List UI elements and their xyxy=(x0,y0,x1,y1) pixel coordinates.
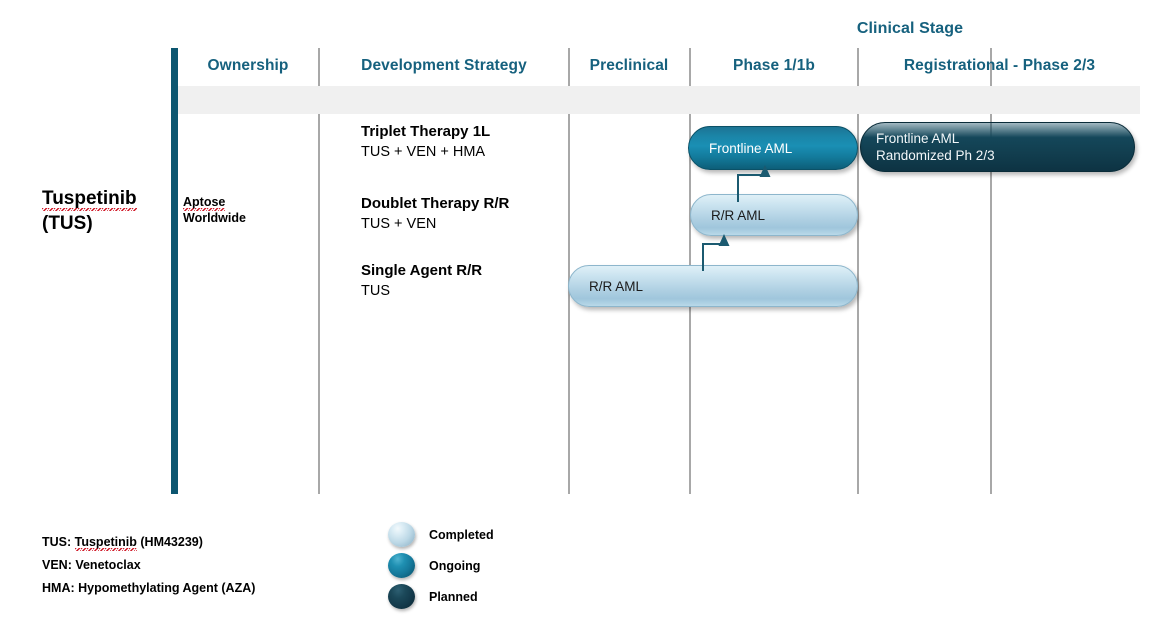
legend-sphere-completed-icon xyxy=(388,522,415,547)
legend-label: Completed xyxy=(429,527,494,542)
ownership-line1: Aptose xyxy=(183,195,226,211)
strategy-item-triplet: Triplet Therapy 1L TUS + VEN + HMA xyxy=(361,122,490,162)
legend-sphere-ongoing-icon xyxy=(388,553,415,578)
program-pill-frontline-aml-registrational[interactable]: Frontline AML Randomized Ph 2/3 xyxy=(860,122,1135,172)
legend-item-completed: Completed xyxy=(388,519,494,550)
strategy-detail: TUS xyxy=(361,283,390,299)
strategy-detail: TUS + VEN xyxy=(361,216,437,232)
legend-label: Ongoing xyxy=(429,558,481,573)
strategy-title: Single Agent R/R xyxy=(361,262,483,279)
footnote-tus-prefix: TUS: xyxy=(42,535,75,549)
strategy-item-single-agent: Single Agent R/R TUS xyxy=(361,261,482,301)
column-separator-5 xyxy=(990,48,992,494)
footnote-tus: TUS: Tuspetinib (HM43239) xyxy=(42,531,255,554)
clinical-stage-title: Clinical Stage xyxy=(856,20,964,37)
column-header-preclinical: Preclinical xyxy=(589,57,669,74)
legend-item-planned: Planned xyxy=(388,581,494,612)
program-pill-rr-aml-phase1[interactable]: R/R AML xyxy=(690,194,858,236)
footnote-tus-suffix: (HM43239) xyxy=(136,535,203,549)
connector-arrow-rr-to-frontline xyxy=(737,165,771,202)
column-separator-1 xyxy=(318,48,320,494)
column-header-development-strategy: Development Strategy xyxy=(361,57,527,74)
connector-arrow-preclin-to-rr xyxy=(702,234,730,271)
ownership-value: Aptose Worldwide xyxy=(183,194,246,226)
strategy-detail: TUS + VEN + HMA xyxy=(361,144,486,160)
footnotes: TUS: Tuspetinib (HM43239) VEN: Venetocla… xyxy=(42,531,255,600)
column-header-registrational: Registrational - Phase 2/3 xyxy=(903,57,1096,74)
program-pill-label: R/R AML xyxy=(711,207,766,223)
ownership-line2: Worldwide xyxy=(183,211,246,225)
program-pill-rr-aml-preclinical[interactable]: R/R AML xyxy=(568,265,858,307)
strategy-title: Triplet Therapy 1L xyxy=(361,123,491,140)
product-name-line2: (TUS) xyxy=(42,213,93,234)
column-header-ownership: Ownership xyxy=(207,57,289,74)
ownership-left-bar xyxy=(171,48,178,494)
header-gray-band xyxy=(178,86,1140,114)
column-separator-2 xyxy=(568,48,570,494)
program-pill-frontline-aml-phase1[interactable]: Frontline AML xyxy=(688,126,858,170)
footnote-hma: HMA: Hypomethylating Agent (AZA) xyxy=(42,581,256,595)
legend-label: Planned xyxy=(429,589,478,604)
strategy-item-doublet: Doublet Therapy R/R TUS + VEN xyxy=(361,194,509,234)
column-header-phase-1-1b: Phase 1/1b xyxy=(733,57,815,74)
footnote-ven: VEN: Venetoclax xyxy=(42,558,141,572)
legend: Completed Ongoing Planned xyxy=(388,519,494,612)
program-pill-label: Frontline AML xyxy=(709,140,793,156)
strategy-title: Doublet Therapy R/R xyxy=(361,195,510,212)
legend-sphere-planned-icon xyxy=(388,584,415,609)
product-name: Tuspetinib (TUS) xyxy=(42,186,137,236)
program-pill-label: Frontline AML Randomized Ph 2/3 xyxy=(876,131,995,163)
program-pill-label: R/R AML xyxy=(589,278,644,294)
legend-item-ongoing: Ongoing xyxy=(388,550,494,581)
product-name-line1: Tuspetinib xyxy=(42,188,137,211)
column-separator-4 xyxy=(857,48,859,494)
footnote-tus-term: Tuspetinib xyxy=(74,535,137,551)
